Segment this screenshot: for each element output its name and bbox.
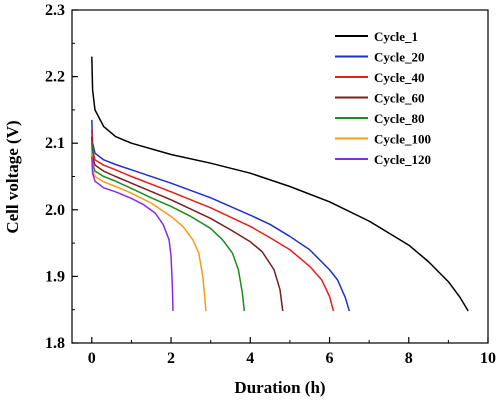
x-tick-label: 8 — [405, 350, 413, 367]
series-line-cycle-40 — [91, 129, 335, 312]
y-tick-label: 1.8 — [45, 335, 65, 352]
y-axis-title: Cell voltage (V) — [3, 120, 22, 233]
series-line-cycle-80 — [91, 143, 246, 312]
x-tick-label: 6 — [326, 350, 334, 367]
legend-label: Cycle_1 — [374, 29, 418, 44]
x-tick-label: 4 — [246, 350, 254, 367]
y-tick-label: 1.9 — [45, 268, 65, 285]
legend-label: Cycle_20 — [374, 50, 425, 65]
series-layer — [91, 56, 469, 312]
x-tick-label: 2 — [167, 350, 175, 367]
series-line-cycle-100 — [91, 153, 207, 312]
x-tick-label: 0 — [88, 350, 96, 367]
y-tick-label: 2.0 — [45, 202, 65, 219]
y-axis: 1.8 1.9 2.0 2.1 2.2 2.3 — [45, 2, 78, 352]
series-line-cycle-60 — [91, 136, 284, 312]
x-tick-label: 10 — [480, 350, 496, 367]
legend-label: Cycle_40 — [374, 70, 425, 85]
series-line-cycle-120 — [91, 156, 174, 312]
y-tick-label: 2.2 — [45, 69, 65, 86]
y-tick-label: 2.3 — [45, 2, 65, 19]
x-axis-title: Duration (h) — [234, 378, 325, 397]
y-tick-label: 2.1 — [45, 135, 65, 152]
x-axis: 0 2 4 6 8 10 — [88, 337, 496, 367]
legend-label: Cycle_80 — [374, 111, 425, 126]
legend: Cycle_1Cycle_20Cycle_40Cycle_60Cycle_80C… — [335, 29, 431, 167]
legend-label: Cycle_60 — [374, 91, 425, 106]
legend-label: Cycle_100 — [374, 132, 431, 147]
series-line-cycle-20 — [91, 119, 351, 312]
legend-label: Cycle_120 — [374, 152, 431, 167]
series-line-cycle-1 — [91, 56, 469, 312]
